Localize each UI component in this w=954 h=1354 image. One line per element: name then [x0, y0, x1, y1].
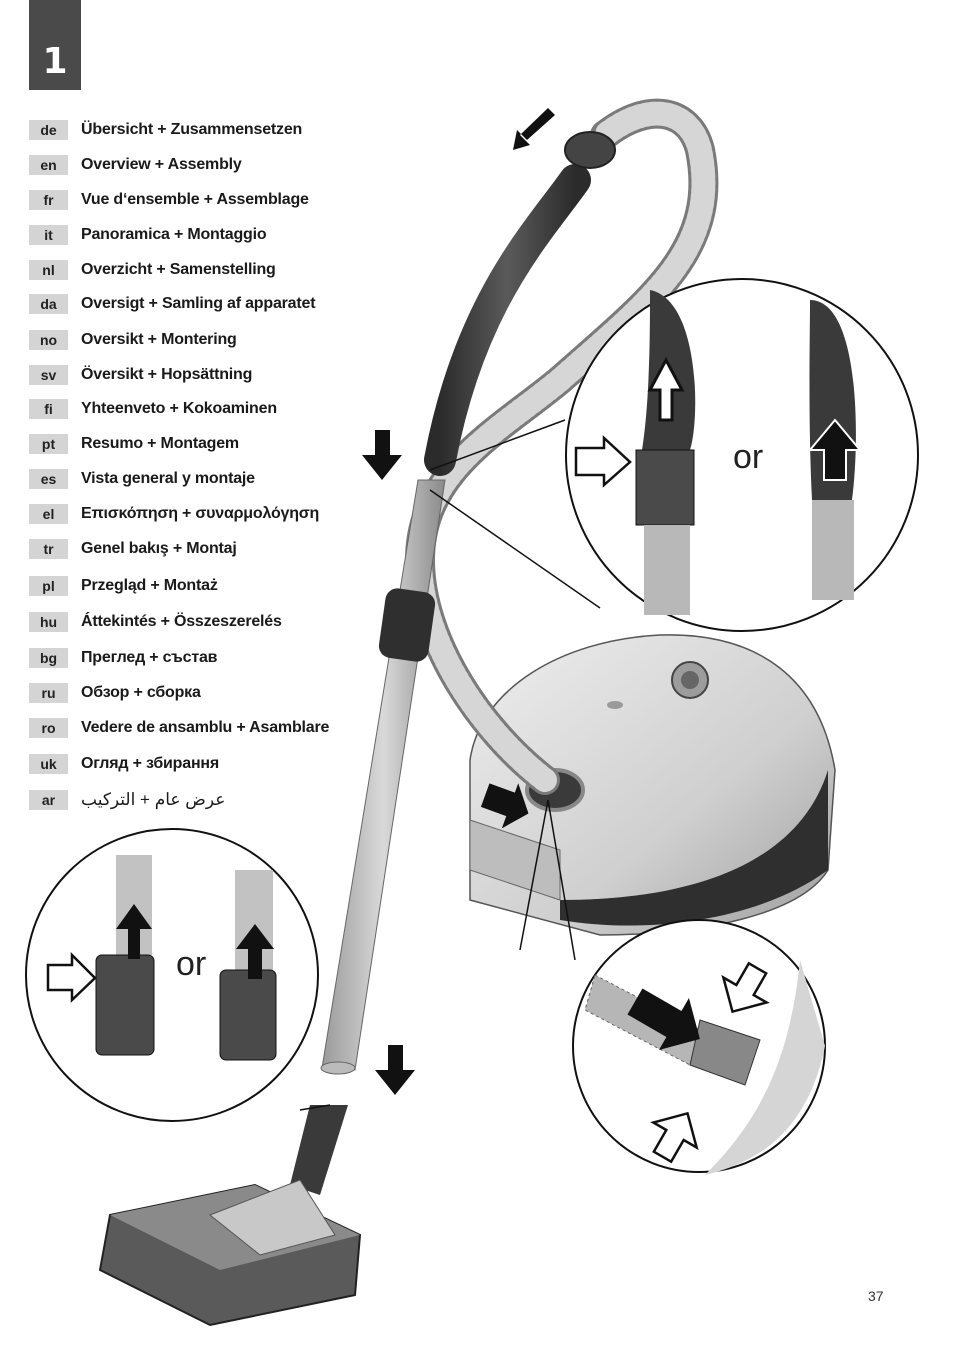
language-title: Vedere de ansamblu + Asamblare	[81, 719, 330, 736]
language-title: Översikt + Hopsättning	[81, 366, 253, 383]
language-title: Áttekintés + Összeszerelés	[81, 613, 282, 630]
language-code: bg	[29, 648, 68, 668]
language-title: Oversikt + Montering	[81, 331, 237, 348]
language-title: Overview + Assembly	[81, 156, 242, 173]
language-row-ro: ro Vedere de ansamblu + Asamblare	[29, 716, 329, 740]
telescopic-tube	[320, 479, 446, 1075]
language-code: de	[29, 120, 68, 140]
language-code: hu	[29, 612, 68, 632]
language-code: ro	[29, 718, 68, 738]
callout-circle-bottom-right	[519, 799, 826, 1175]
language-code: el	[29, 504, 68, 524]
language-title: Огляд + збирання	[81, 755, 220, 772]
language-row-pl: pl Przegląd + Montaż	[29, 574, 218, 598]
language-row-bg: bg Преглед + състав	[29, 646, 218, 670]
language-row-de: de Übersicht + Zusammensetzen	[29, 118, 302, 142]
language-code: fi	[29, 399, 68, 419]
language-row-es: es Vista general y montaje	[29, 467, 255, 491]
callout-circle-bottom-left: or	[25, 828, 331, 1122]
language-title: Oversigt + Samling af apparatet	[81, 295, 316, 312]
floor-nozzle	[98, 1105, 362, 1327]
language-code: ru	[29, 683, 68, 703]
language-title: Panoramica + Montaggio	[81, 226, 267, 243]
language-code: it	[29, 225, 68, 245]
or-label-bottom: or	[176, 945, 206, 983]
language-title: Преглед + състав	[81, 649, 218, 666]
language-code: da	[29, 294, 68, 314]
language-row-sv: sv Översikt + Hopsättning	[29, 363, 252, 387]
vacuum-hose	[404, 98, 719, 795]
language-code: pt	[29, 434, 68, 454]
language-title: Resumo + Montagem	[81, 435, 239, 452]
language-code: ar	[29, 790, 68, 810]
language-title: Обзор + сборка	[81, 684, 201, 701]
language-row-fi: fi Yhteenveto + Kokoaminen	[29, 397, 277, 421]
language-row-en: en Overview + Assembly	[29, 153, 242, 177]
vacuum-body	[469, 634, 836, 936]
language-title: عرض عام + التركيب	[81, 790, 226, 809]
language-title: Vista general y montaje	[81, 470, 255, 487]
language-row-da: da Oversigt + Samling af apparatet	[29, 292, 316, 316]
language-code: en	[29, 155, 68, 175]
language-row-no: no Oversikt + Montering	[29, 328, 237, 352]
language-code: pl	[29, 576, 68, 596]
language-code: fr	[29, 190, 68, 210]
step-number-badge: 1	[29, 0, 81, 90]
language-title: Επισκόπηση + συναρμολόγηση	[81, 505, 320, 522]
language-row-pt: pt Resumo + Montagem	[29, 432, 239, 456]
language-title: Yhteenveto + Kokoaminen	[81, 400, 277, 417]
language-row-nl: nl Overzicht + Samenstelling	[29, 258, 276, 282]
language-code: nl	[29, 260, 68, 280]
language-code: sv	[29, 365, 68, 385]
page-number: 37	[868, 1288, 884, 1304]
callout-circle-top: or	[429, 278, 919, 632]
language-row-fr: fr Vue d‘ensemble + Assemblage	[29, 188, 309, 212]
language-code: no	[29, 330, 68, 350]
hose-handle	[424, 131, 616, 476]
language-code: es	[29, 469, 68, 489]
language-row-el: el Επισκόπηση + συναρμολόγηση	[29, 502, 319, 526]
language-row-tr: tr Genel bakış + Montaj	[29, 537, 237, 561]
language-row-ar: ar عرض عام + التركيب	[29, 788, 226, 812]
language-row-it: it Panoramica + Montaggio	[29, 223, 267, 247]
language-code: tr	[29, 539, 68, 559]
language-code: uk	[29, 754, 68, 774]
assembly-arrows	[362, 108, 555, 1095]
language-row-uk: uk Огляд + збирання	[29, 752, 219, 776]
language-row-ru: ru Обзор + сборка	[29, 681, 201, 705]
language-title: Übersicht + Zusammensetzen	[81, 121, 303, 138]
language-title: Vue d‘ensemble + Assemblage	[81, 191, 309, 208]
language-title: Genel bakış + Montaj	[81, 540, 237, 557]
language-row-hu: hu Áttekintés + Összeszerelés	[29, 610, 282, 634]
language-title: Overzicht + Samenstelling	[81, 261, 276, 278]
or-label-top: or	[733, 438, 763, 476]
language-title: Przegląd + Montaż	[81, 577, 218, 594]
